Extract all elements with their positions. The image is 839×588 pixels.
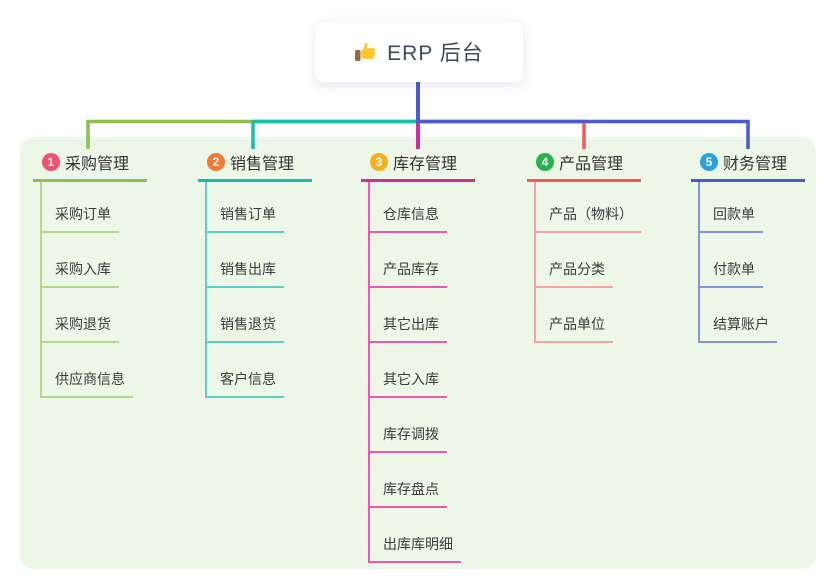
subitem-label: 客户信息 [205,369,284,398]
subitem-warehouse-info[interactable]: 仓库信息 [361,182,511,233]
branch-purchase: 1 采购管理 采购订单 采购入库 采购退货 供应商信息 [33,148,183,398]
subitem-label: 采购退货 [40,314,119,343]
branch-header-purchase[interactable]: 1 采购管理 [33,148,147,182]
subitem-label: 产品单位 [534,314,613,343]
subitem-sales-return[interactable]: 销售退货 [198,288,348,343]
subitem-label: 其它出库 [368,314,447,343]
subitem-label: 采购订单 [40,204,119,233]
branch-header-sales[interactable]: 2 销售管理 [198,148,312,182]
branch-number-badge: 2 [207,153,225,171]
branch-number-badge: 1 [42,153,60,171]
subitem-payment-slip[interactable]: 付款单 [691,233,839,288]
subitem-sales-outbound[interactable]: 销售出库 [198,233,348,288]
subitem-label: 其它入库 [368,369,447,398]
branch-finance: 5 财务管理 回款单 付款单 结算账户 [691,148,839,343]
branch-header-finance[interactable]: 5 财务管理 [691,148,805,182]
subitem-product-material[interactable]: 产品（物料） [527,182,677,233]
branch-header-inventory[interactable]: 3 库存管理 [361,148,475,182]
subitem-label: 仓库信息 [368,204,447,233]
subitem-label: 采购入库 [40,259,119,288]
branch-title: 产品管理 [559,156,624,173]
subitem-label: 出库库明细 [368,534,461,563]
subitem-label: 结算账户 [698,314,777,343]
branch-header-product[interactable]: 4 产品管理 [527,148,641,182]
subitem-label: 销售出库 [205,259,284,288]
subitem-product-unit[interactable]: 产品单位 [527,288,677,343]
branch-items: 仓库信息 产品库存 其它出库 其它入库 库存调拨 库存盘点 出库库明细 [361,182,511,563]
subitem-sales-order[interactable]: 销售订单 [198,182,348,233]
branches-background-panel [20,137,816,569]
subitem-customer-info[interactable]: 客户信息 [198,343,348,398]
branch-title: 财务管理 [723,156,788,173]
subitem-label: 销售退货 [205,314,284,343]
subitem-label: 产品（物料） [534,204,641,233]
subitem-stock-taking[interactable]: 库存盘点 [361,453,511,508]
branch-product: 4 产品管理 产品（物料） 产品分类 产品单位 [527,148,677,343]
subitem-purchase-return[interactable]: 采购退货 [33,288,183,343]
subitem-other-inbound[interactable]: 其它入库 [361,343,511,398]
branch-inventory: 3 库存管理 仓库信息 产品库存 其它出库 其它入库 库存调拨 库存盘点 出库库… [361,148,511,563]
subitem-label: 库存调拨 [368,424,447,453]
branch-number-badge: 4 [536,153,554,171]
root-node[interactable]: ERP 后台 [315,22,523,82]
subitem-label: 供应商信息 [40,369,133,398]
branch-sales: 2 销售管理 销售订单 销售出库 销售退货 客户信息 [198,148,348,398]
subitem-receipt-slip[interactable]: 回款单 [691,182,839,233]
subitem-label: 付款单 [698,259,763,288]
subitem-supplier-info[interactable]: 供应商信息 [33,343,183,398]
branch-title: 库存管理 [393,156,458,173]
subitem-label: 回款单 [698,204,763,233]
branch-items: 采购订单 采购入库 采购退货 供应商信息 [33,182,183,398]
branch-number-badge: 5 [700,153,718,171]
branch-title: 销售管理 [230,156,295,173]
subitem-outbound-detail[interactable]: 出库库明细 [361,508,511,563]
subitem-label: 产品分类 [534,259,613,288]
branch-items: 产品（物料） 产品分类 产品单位 [527,182,677,343]
branch-items: 回款单 付款单 结算账户 [691,182,839,343]
subitem-product-category[interactable]: 产品分类 [527,233,677,288]
subitem-label: 销售订单 [205,204,284,233]
subitem-product-stock[interactable]: 产品库存 [361,233,511,288]
subitem-other-outbound[interactable]: 其它出库 [361,288,511,343]
subitem-settlement-account[interactable]: 结算账户 [691,288,839,343]
subitem-stock-transfer[interactable]: 库存调拨 [361,398,511,453]
thumbs-up-icon [354,40,378,64]
subitem-purchase-order[interactable]: 采购订单 [33,182,183,233]
root-node-title: ERP 后台 [387,42,484,65]
subitem-purchase-inbound[interactable]: 采购入库 [33,233,183,288]
branch-items: 销售订单 销售出库 销售退货 客户信息 [198,182,348,398]
branch-title: 采购管理 [65,156,130,173]
branch-number-badge: 3 [370,153,388,171]
subitem-label: 库存盘点 [368,479,447,508]
subitem-label: 产品库存 [368,259,447,288]
